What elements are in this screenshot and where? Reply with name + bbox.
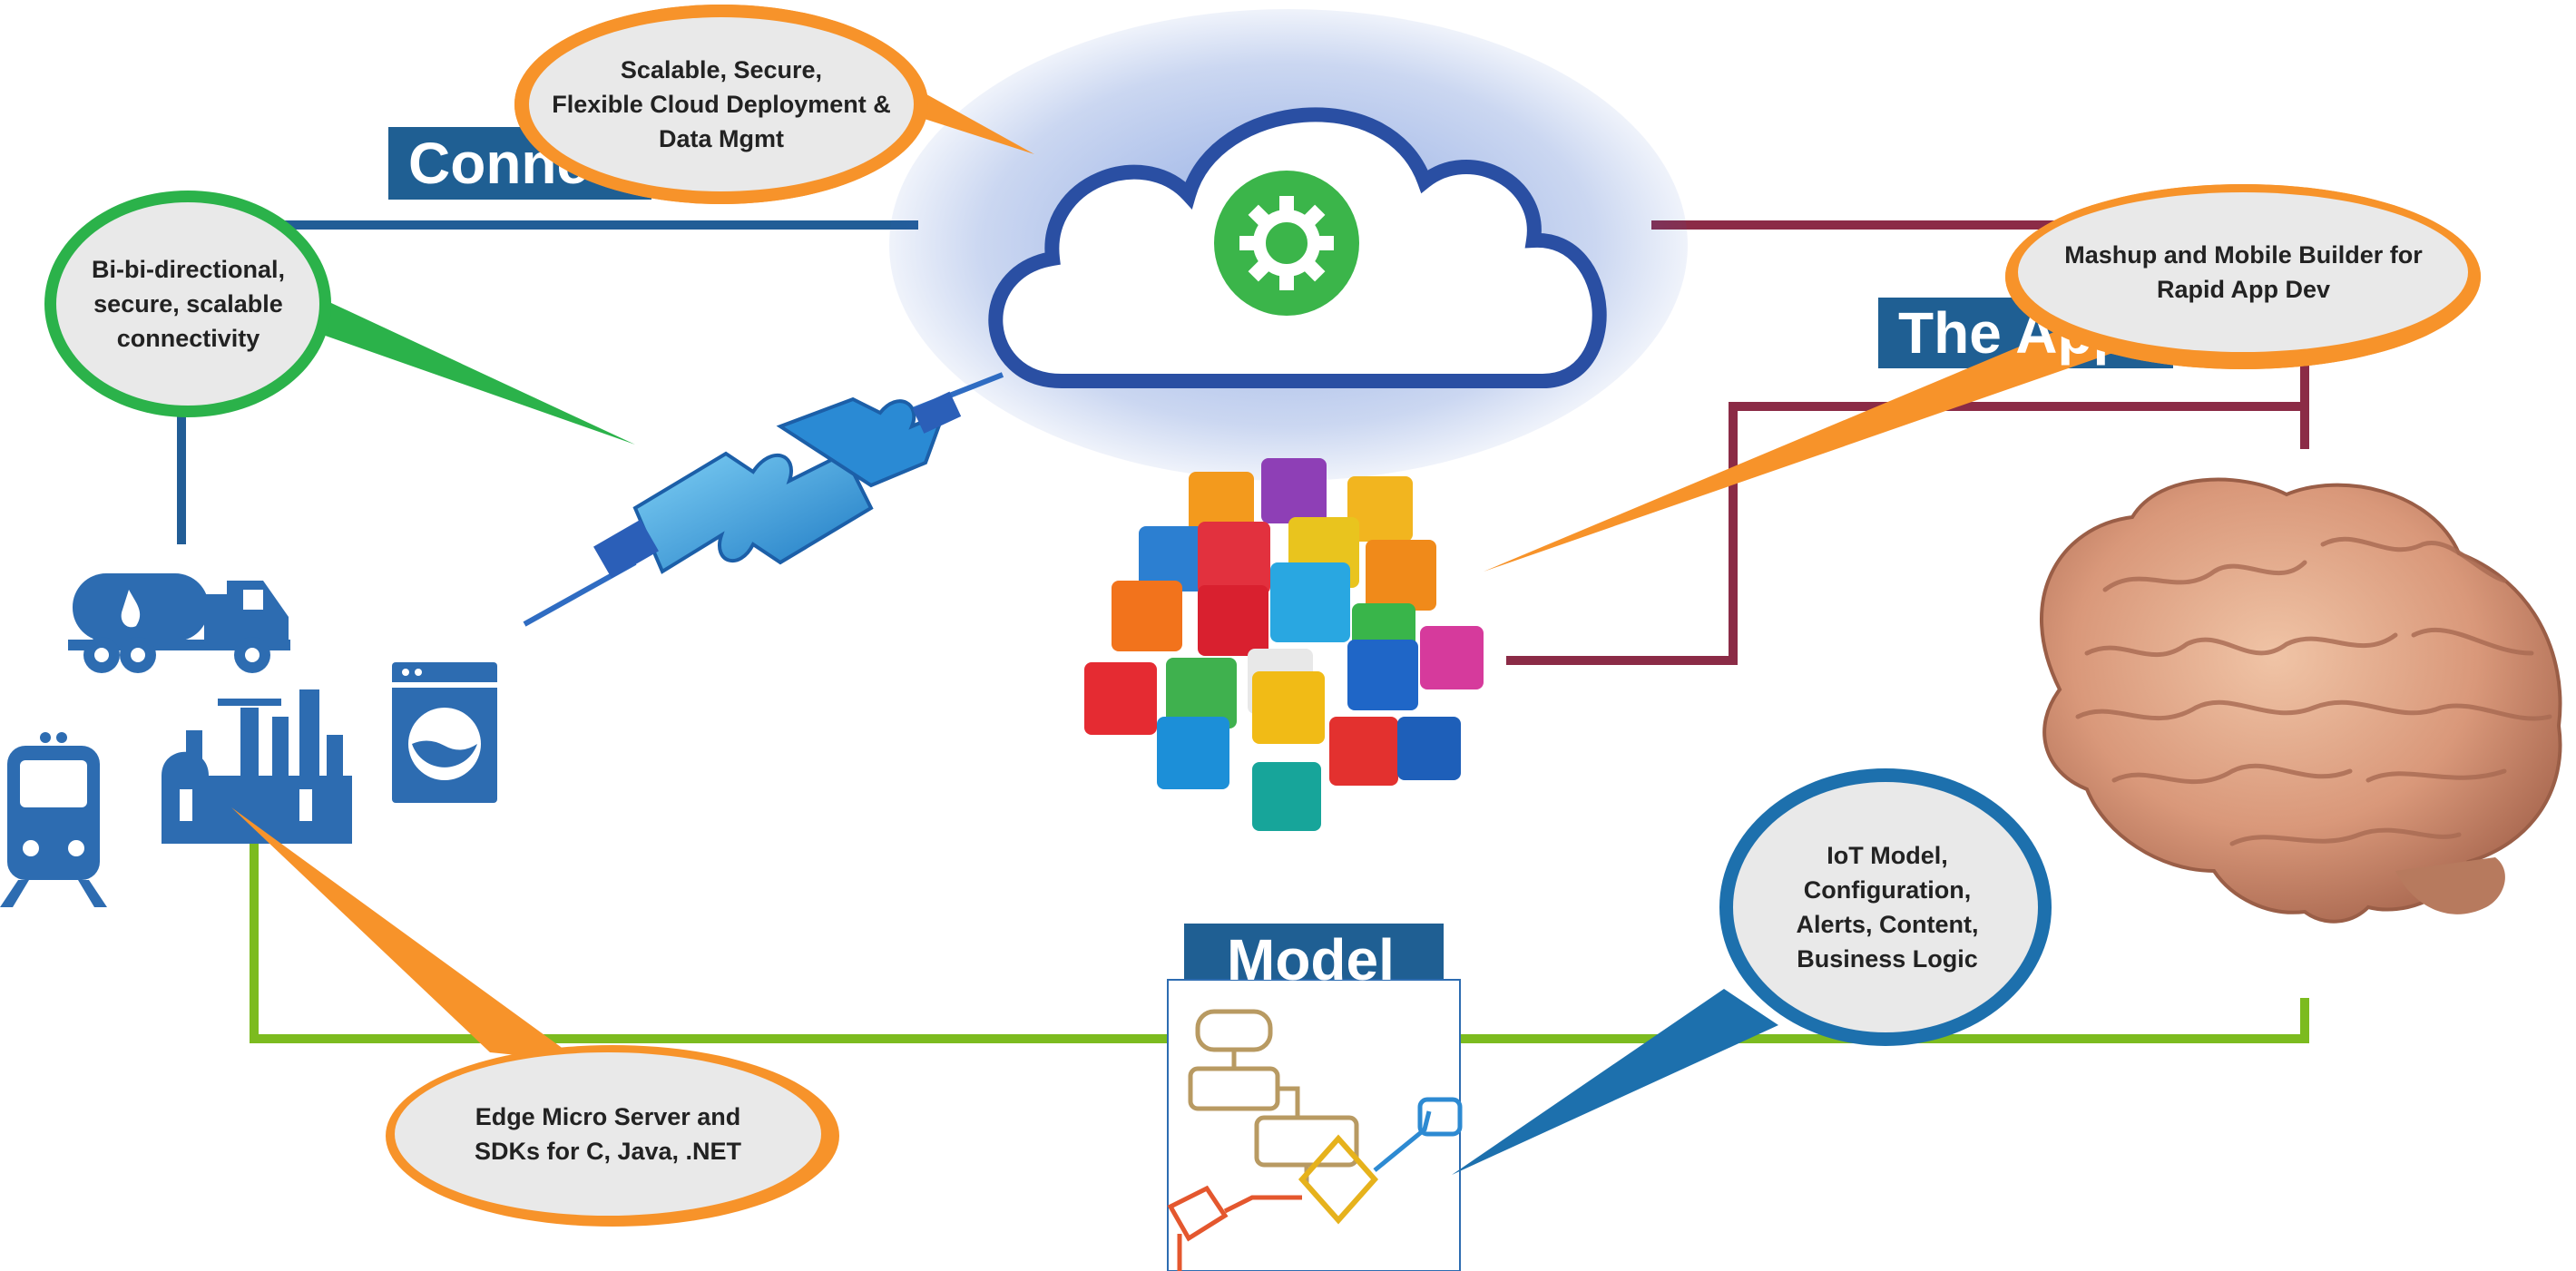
iot-model-callout-text: IoT Model, Configuration, Alerts, Conten… bbox=[1796, 842, 1979, 973]
factory-icon bbox=[162, 689, 352, 844]
app-line-link bbox=[1506, 402, 2305, 665]
edge-callout-text: Edge Micro Server and SDKs for C, Java, … bbox=[474, 1103, 742, 1165]
mashup-callout-text: Mashup and Mobile Builder for Rapid App … bbox=[2064, 241, 2423, 303]
brain-icon bbox=[2040, 477, 2562, 924]
app-cubes-icon bbox=[1084, 458, 1484, 831]
cloud-callout-text: Scalable, Secure, Flexible Cloud Deploym… bbox=[552, 56, 891, 152]
puzzle-connector-icon bbox=[523, 372, 1004, 627]
train-icon bbox=[0, 732, 107, 907]
washing-machine-icon bbox=[392, 662, 497, 803]
cloud-gear-icon bbox=[889, 9, 1688, 481]
flowchart-icon bbox=[1167, 979, 1463, 1271]
tanker-truck-icon bbox=[68, 573, 290, 673]
model-label: Model bbox=[1227, 927, 1395, 992]
iot-model-callout-bubble bbox=[1452, 768, 2052, 1175]
edge-callout-bubble bbox=[231, 807, 839, 1227]
connectivity-callout-bubble bbox=[44, 191, 635, 445]
connectivity-callout-text: Bi-bi-directional, secure, scalable conn… bbox=[91, 256, 285, 352]
